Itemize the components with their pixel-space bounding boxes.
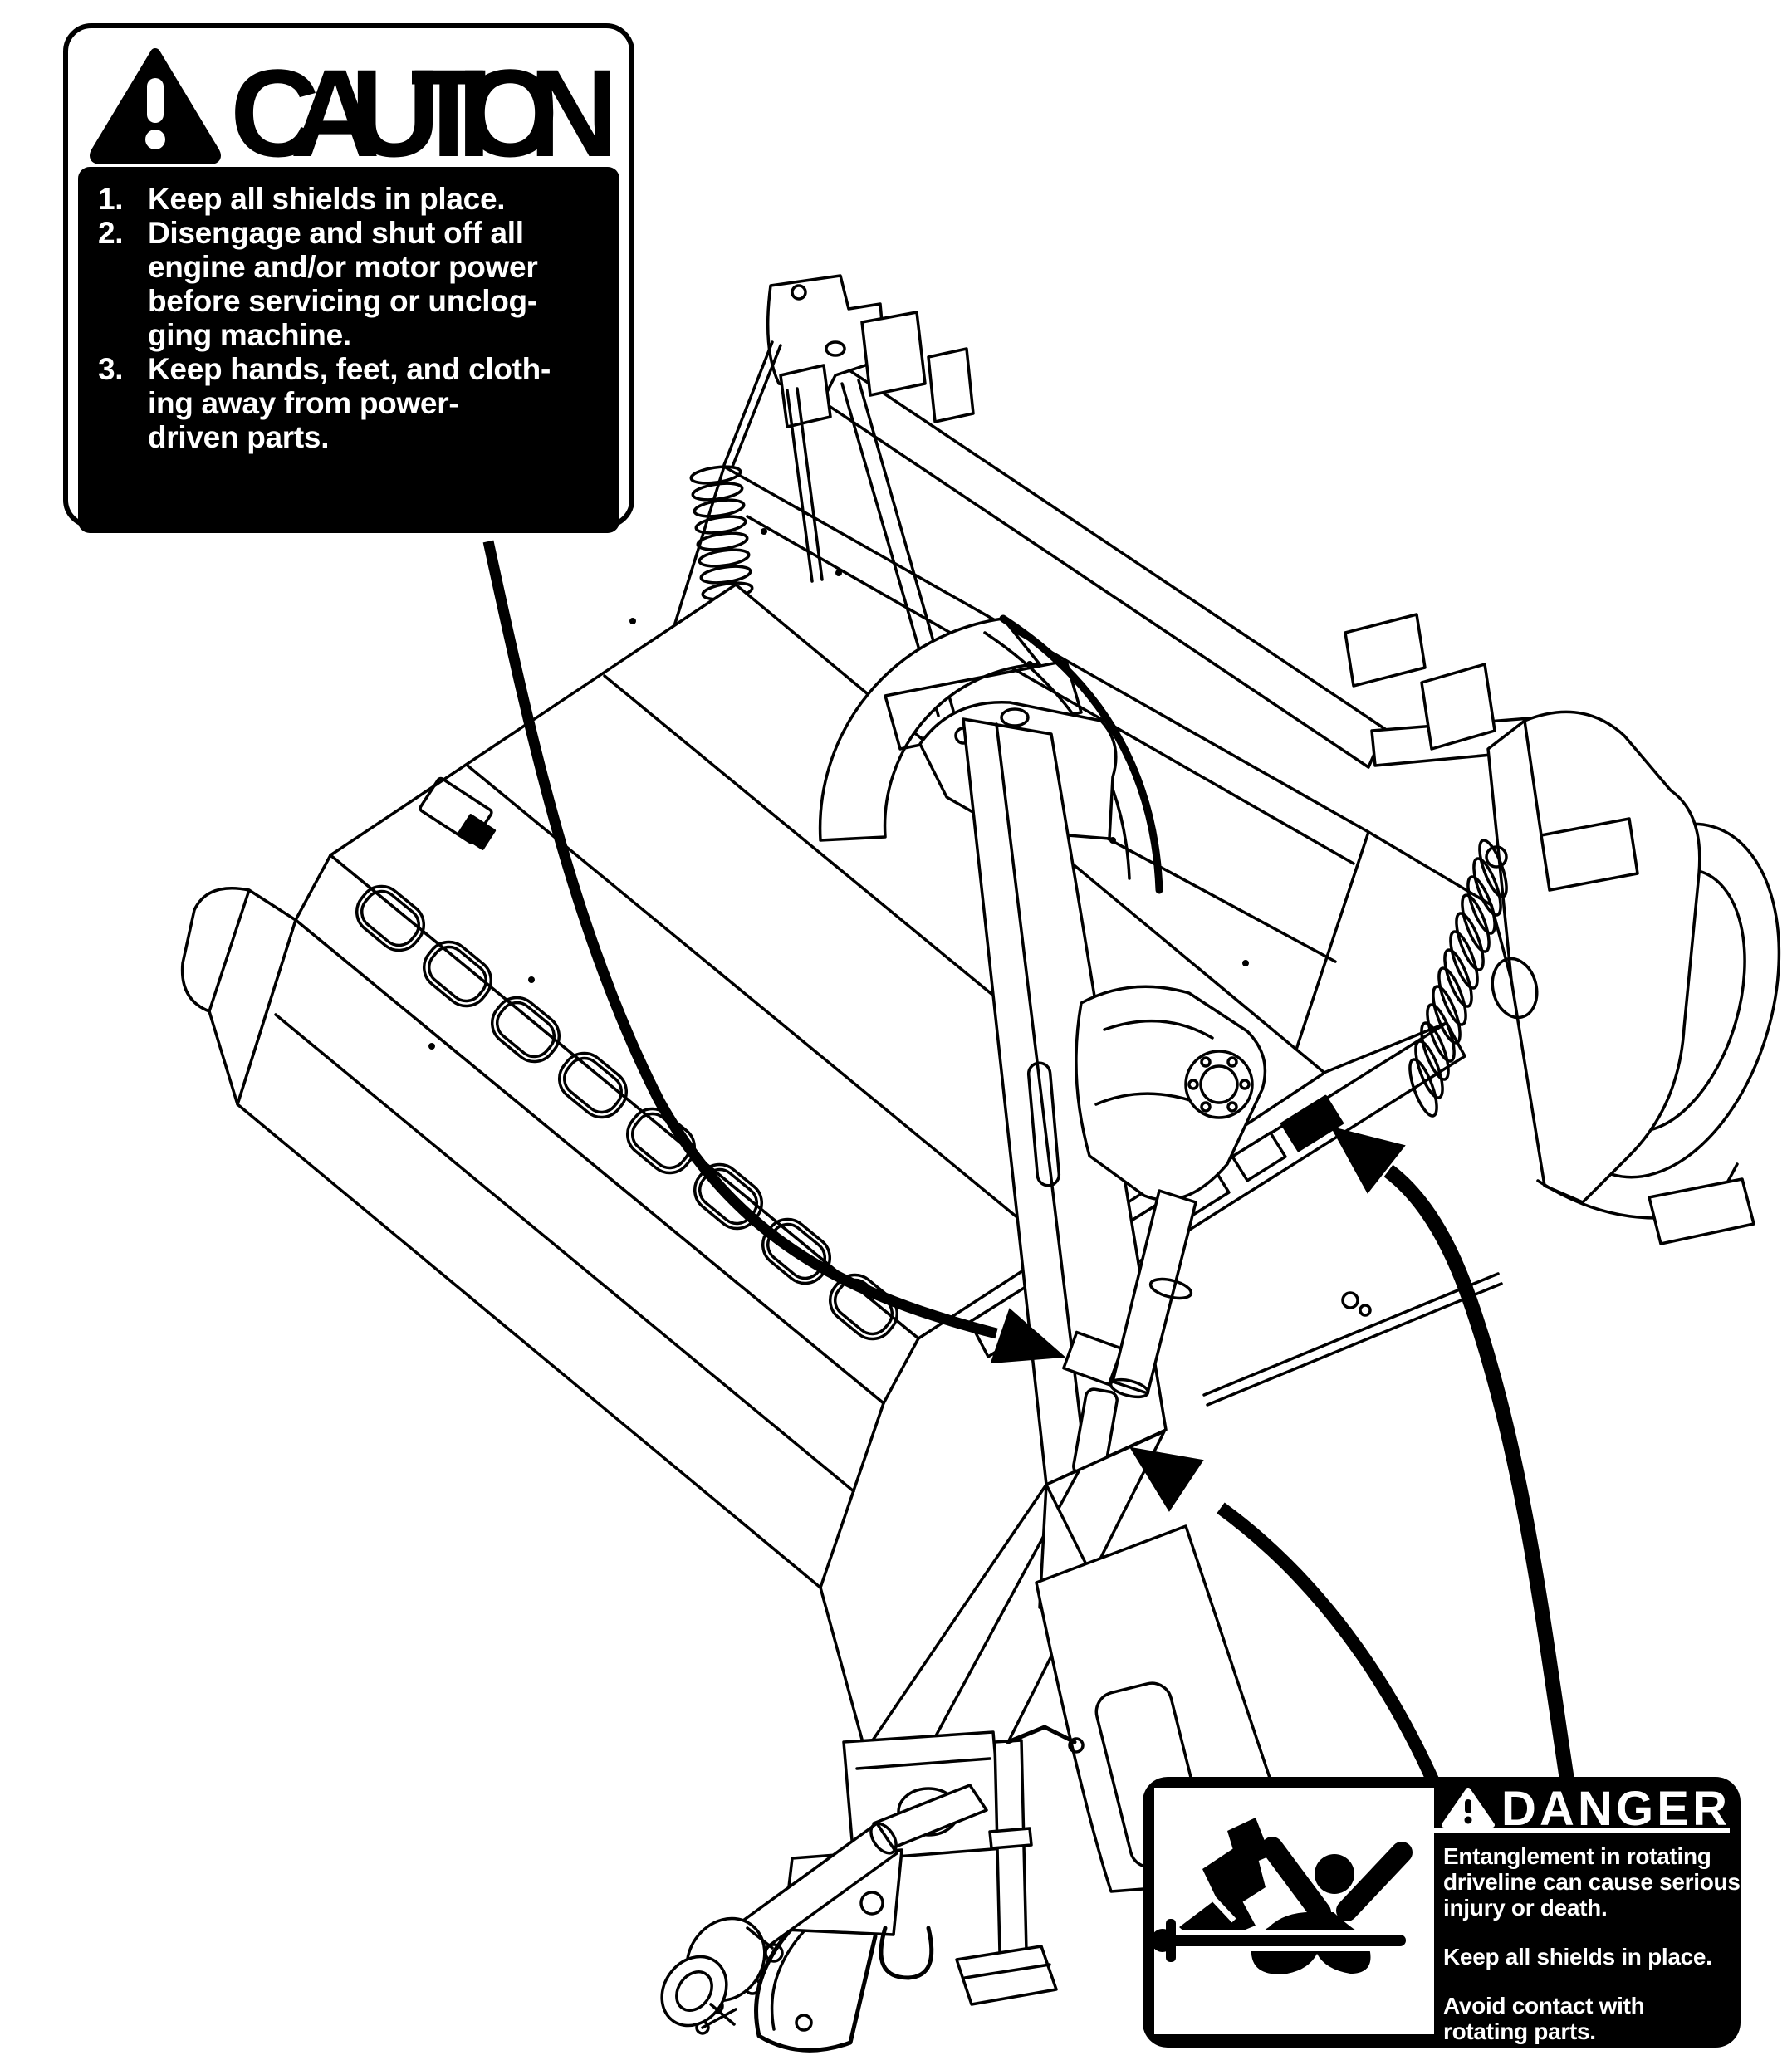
danger-signal-word: DANGER	[1501, 1782, 1727, 1833]
danger-safety-label: DANGER Entanglement in rotating drivelin…	[1143, 1777, 1741, 2048]
callout-arrow-danger-rail	[1330, 1126, 1575, 1787]
danger-paragraph: Entanglement in rotating driveline can c…	[1443, 1843, 1741, 1921]
danger-paragraph: Avoid contact with rotating parts.	[1443, 1993, 1736, 2044]
decal-location-tongue	[1062, 1330, 1124, 1479]
pictogram-box	[1151, 1788, 1434, 2034]
danger-line: Entanglement in rotating	[1443, 1843, 1711, 1869]
callout-arrows	[482, 540, 1575, 1789]
item-line: Keep all shields in place.	[148, 182, 506, 216]
item-line: engine and/or motor power	[148, 250, 538, 284]
item-line: Keep hands, feet, and cloth-	[148, 352, 551, 386]
decal-location-deck	[419, 776, 497, 850]
danger-text-column: Entanglement in rotating driveline can c…	[1443, 1843, 1741, 2065]
warning-triangle-icon	[1442, 1788, 1495, 1828]
item-line: driven parts.	[148, 420, 330, 454]
svg-text:DANGER: DANGER	[1501, 1782, 1727, 1833]
jack-stand	[955, 1725, 1085, 2006]
list-item: 2. Disengage and shut off all engine and…	[98, 216, 608, 352]
svg-text:CAUTION: CAUTION	[230, 43, 619, 174]
caution-header: CAUTION	[68, 28, 629, 174]
item-line: ging machine.	[148, 318, 351, 352]
danger-line: driveline can cause serious	[1443, 1869, 1741, 1895]
caution-list: 1. Keep all shields in place. 2. Disenga…	[98, 182, 608, 454]
item-line: Disengage and shut off all	[148, 216, 524, 250]
danger-line: Avoid contact with	[1443, 1993, 1645, 2019]
list-item: 1. Keep all shields in place.	[98, 182, 608, 216]
header-underline	[1434, 1828, 1730, 1833]
item-number: 2.	[98, 216, 124, 250]
rivets	[428, 528, 1249, 1050]
danger-paragraph: Keep all shields in place.	[1443, 1944, 1736, 1970]
gearbox-flange	[1184, 1050, 1254, 1119]
item-number: 1.	[98, 182, 124, 216]
warning-triangle-icon	[90, 48, 221, 164]
item-line: before servicing or unclog-	[148, 284, 537, 318]
danger-line: injury or death.	[1443, 1895, 1608, 1921]
right-spring	[1408, 839, 1508, 1118]
list-item: 3. Keep hands, feet, and cloth- ing away…	[98, 352, 608, 454]
item-line: ing away from power-	[148, 386, 459, 420]
caution-message-panel: 1. Keep all shields in place. 2. Disenga…	[78, 167, 619, 533]
pto-driveline	[660, 1784, 988, 2028]
caution-safety-label: CAUTION 1. Keep all shields in place. 2.…	[63, 23, 634, 533]
callout-arrow-danger-tongue	[1129, 1446, 1442, 1789]
callout-arrow-caution	[482, 540, 1066, 1364]
item-number: 3.	[98, 352, 124, 386]
danger-line: Keep all shields in place.	[1443, 1944, 1712, 1970]
driveline-entanglement-pictogram	[1151, 1818, 1413, 1974]
caution-signal-word: CAUTION	[230, 43, 619, 174]
danger-line: rotating parts.	[1443, 2019, 1596, 2044]
